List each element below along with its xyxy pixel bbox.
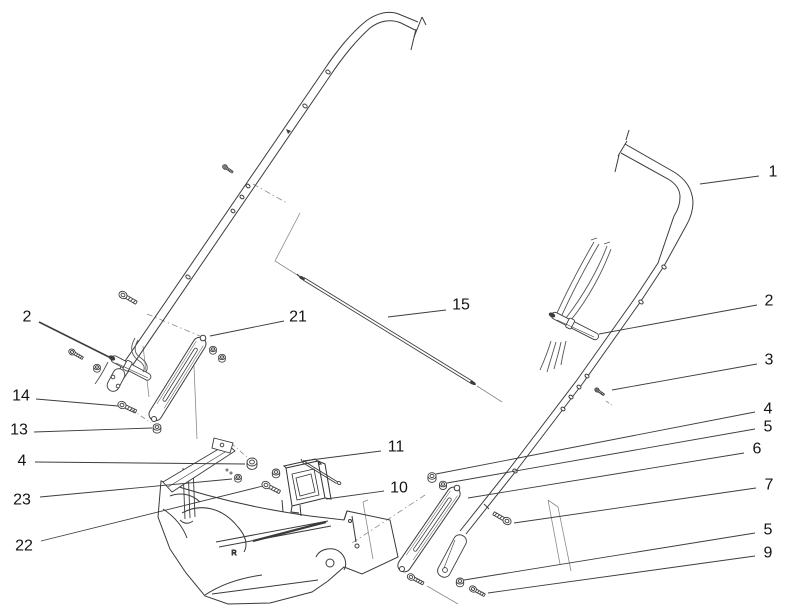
- cable-rod: [297, 274, 476, 386]
- leader-line-14: [36, 399, 118, 406]
- right-pivot-arm: [395, 485, 462, 575]
- clamp-nut-left: [93, 363, 101, 373]
- bolt-item-3: [593, 386, 606, 397]
- callout-label-5: 5: [764, 419, 773, 436]
- nut-item-5-lower: [455, 577, 465, 588]
- adjuster-nut: [271, 468, 281, 479]
- tube-rivet-mark: [286, 129, 291, 134]
- tiny-mark-2: [230, 472, 232, 474]
- tube-break-cut: [618, 141, 627, 156]
- nut-item-13: [152, 423, 162, 434]
- handle-end-plate-left: [105, 367, 127, 394]
- leader-line-7: [514, 488, 756, 523]
- callout-label-9: 9: [764, 545, 773, 562]
- leader-line-11: [303, 451, 381, 461]
- leader-line-2: [599, 305, 757, 334]
- deck-support-bracket: [163, 438, 235, 523]
- mower-deck: R: [158, 481, 398, 604]
- callout-label-15: 15: [452, 297, 470, 314]
- phantom-boundary-lines: [131, 184, 613, 604]
- adjuster-bracket: [284, 459, 331, 513]
- bolt-item-9: [468, 584, 487, 599]
- callout-label-11: 11: [388, 439, 405, 456]
- callout-label-1: 1: [769, 164, 778, 181]
- callout-label-21: 21: [289, 309, 307, 326]
- cable-clamp-right: [549, 311, 600, 341]
- deck-mark-label: R: [231, 550, 236, 557]
- tiny-mark-1: [226, 469, 228, 471]
- leader-line-1: [700, 176, 759, 184]
- bolt-item-7: [491, 509, 513, 527]
- leader-line-4: [35, 462, 245, 464]
- leader-line-22: [41, 486, 263, 541]
- leader-line-5: [464, 533, 755, 580]
- small-screw-upper: [221, 163, 235, 175]
- leader-line-10: [326, 491, 384, 499]
- left-pivot-arm: [147, 335, 209, 423]
- callout-label-14: 14: [12, 388, 30, 405]
- control-cables: [540, 238, 611, 372]
- clamp-bolt-left: [67, 347, 85, 361]
- arm-nut-left-2: [218, 353, 226, 363]
- nut-item-23: [234, 473, 242, 483]
- upper-handle-tube: [115, 12, 427, 381]
- bolt-item-22: [260, 479, 282, 496]
- adjuster-rod: [301, 459, 341, 485]
- leader-line-13: [34, 428, 152, 432]
- callout-label-13: 13: [10, 422, 28, 439]
- leader-line-3: [612, 364, 757, 390]
- nut-item-4-right: [427, 472, 437, 483]
- bolt-item-14: [116, 399, 138, 416]
- callout-label-4: 4: [18, 453, 27, 470]
- leader-line-5: [447, 429, 755, 483]
- callout-label-10: 10: [390, 480, 408, 497]
- callout-label-6: 6: [753, 441, 762, 458]
- leader-line-4: [436, 412, 755, 474]
- cable-guide-hook: [95, 338, 147, 384]
- callout-label-5: 5: [764, 522, 773, 539]
- leader-line-21: [210, 321, 284, 336]
- deck-rod: [253, 522, 326, 541]
- arm-pivot-bolt-left: [117, 289, 139, 307]
- flange-nut-item-4-left: [247, 458, 257, 469]
- lower-handle-tube: [460, 130, 693, 534]
- callout-label-23: 23: [13, 492, 31, 509]
- callout-label-7: 7: [765, 477, 774, 494]
- leader-line-6: [468, 453, 744, 498]
- callout-label-22: 22: [15, 538, 33, 555]
- leader-line-15: [388, 310, 446, 317]
- callout-label-2: 2: [23, 309, 32, 326]
- callout-label-3: 3: [765, 352, 774, 369]
- leader-line-9: [488, 556, 755, 593]
- leader-line-23: [40, 479, 232, 497]
- handle-end-plate-right: [435, 533, 468, 580]
- nut-item-5-upper: [439, 480, 447, 490]
- wheel-arch: [316, 549, 346, 570]
- callout-label-2: 2: [765, 293, 774, 310]
- leader-line-2: [39, 322, 113, 359]
- callout-label-4: 4: [764, 401, 773, 418]
- arm-nut-left-1: [209, 345, 217, 355]
- cable-clamp-left: [109, 355, 153, 382]
- arm-bottom-bolt-right: [405, 572, 426, 587]
